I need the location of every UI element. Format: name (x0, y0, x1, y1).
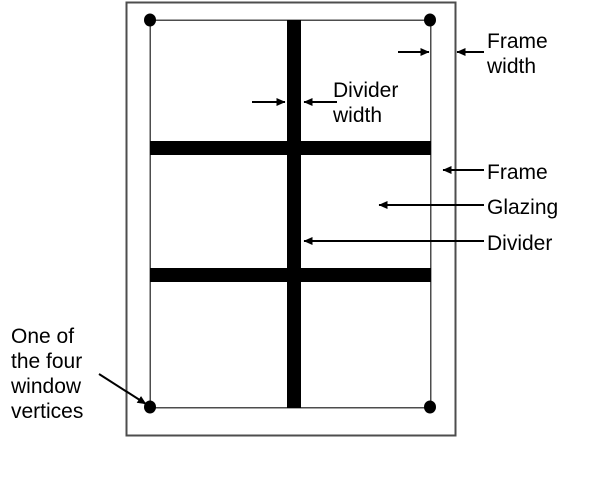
label-frame-width: Frame width (487, 30, 548, 78)
label-frame: Frame (487, 161, 548, 184)
glazing-pane-top-left (151, 21, 287, 141)
label-divider: Divider (487, 232, 553, 255)
glazing-pane-bottom-right (301, 282, 430, 407)
label-window-vertices: One of the four window vertices (11, 325, 84, 423)
vertical-divider (287, 20, 301, 408)
window-vertex-top-left (144, 13, 156, 27)
label-glazing: Glazing (487, 196, 559, 219)
glazing-pane-middle-right (301, 155, 430, 268)
window-vertex-top-right (424, 13, 436, 27)
glazing-pane-bottom-left (151, 282, 287, 407)
window-vertices-leader-line (98, 373, 147, 405)
window-vertex-bottom-left (144, 400, 156, 414)
label-divider-width: Divider width (333, 79, 399, 127)
glazing-pane-top-right (301, 21, 430, 141)
window-vertex-bottom-right (424, 400, 436, 414)
glazing-pane-middle-left (151, 155, 287, 268)
